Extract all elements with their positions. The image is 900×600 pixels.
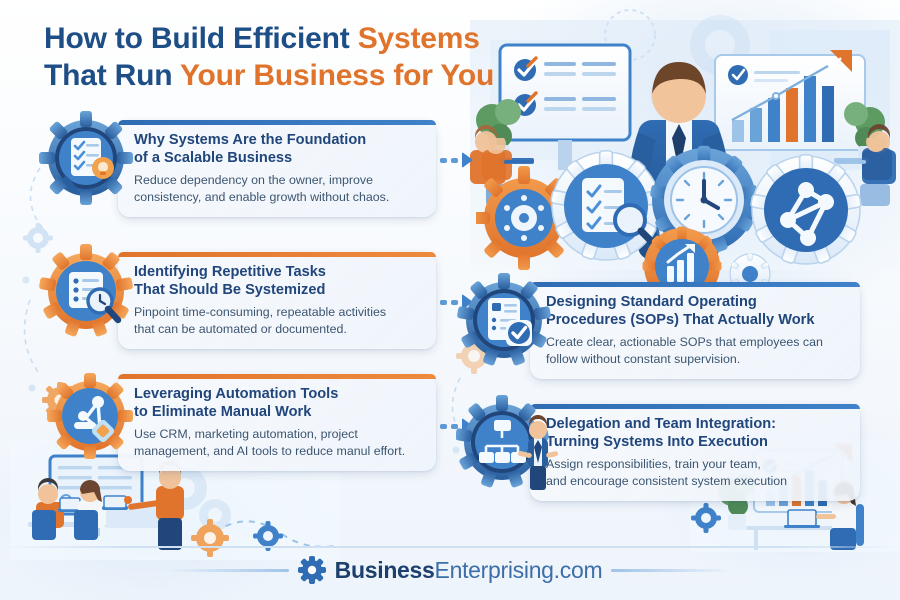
card-body: Pinpoint time-consuming, repeatable acti… <box>134 304 387 336</box>
card-accent-bar <box>118 252 436 257</box>
card-body: Assign responsibilities, train your team… <box>546 456 788 488</box>
connector-arrow-1 <box>440 152 473 168</box>
title-line2-dark: That Run <box>44 59 180 93</box>
card-delegation-team-integration[interactable]: Delegation and Team Integration:Turning … <box>530 404 860 502</box>
brand-name: BusinessEnterprising.com <box>334 556 603 583</box>
org-chart-person-gear-icon <box>456 394 566 494</box>
title-line2-accent: Your Business for You <box>179 59 495 93</box>
card-accent-bar <box>530 282 860 287</box>
automation-network-gear-icon <box>38 366 134 462</box>
footer-rule-right <box>611 568 734 572</box>
connector-arrow-2 <box>440 294 473 310</box>
footer-divider <box>0 546 900 548</box>
card-title: Delegation and Team Integration:Turning … <box>546 416 777 451</box>
title-line1-dark: How to Build Efficient <box>44 22 358 55</box>
footer-brand: BusinessEnterprising.com <box>0 556 900 584</box>
title-line1-accent: Systems <box>357 22 480 55</box>
document-checkmark-gear-icon <box>456 272 552 368</box>
task-list-magnifier-gear-icon <box>38 243 134 339</box>
card-accent-bar <box>118 120 436 125</box>
footer-rule-left <box>166 568 289 572</box>
page-title: How to Build Efficient Systems That Run … <box>44 20 584 94</box>
card-accent-bar <box>118 374 436 379</box>
gear-icon <box>297 556 326 584</box>
card-body: Create clear, actionable SOPs that emplo… <box>546 334 823 366</box>
card-accent-bar <box>530 404 860 409</box>
checklist-lightbulb-gear-icon <box>38 110 134 206</box>
